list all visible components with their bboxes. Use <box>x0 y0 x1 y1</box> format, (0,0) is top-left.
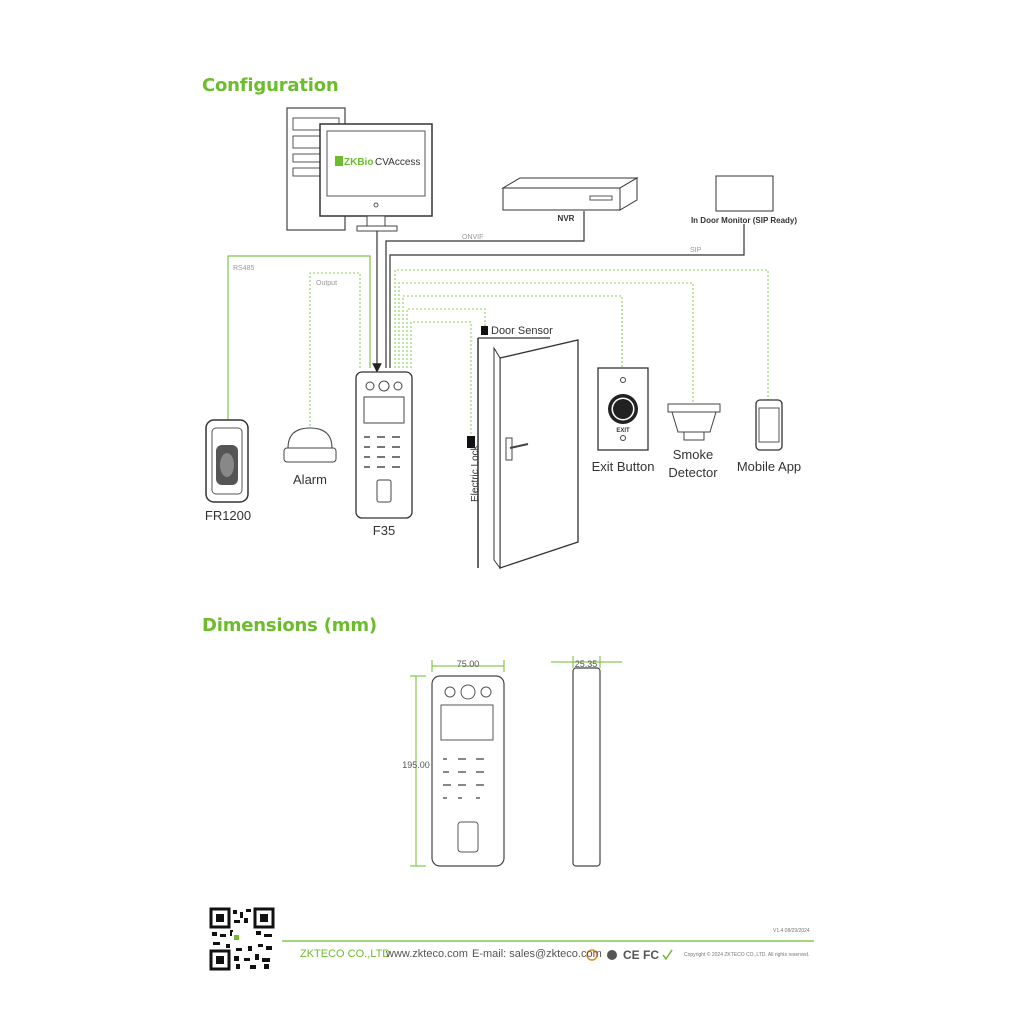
qr-code-icon <box>209 907 275 971</box>
indoor-monitor-device: In Door Monitor (SIP Ready) <box>691 175 797 225</box>
green-dashed-wiring <box>309 269 769 436</box>
smoke-detector-label-1: Smoke <box>673 447 713 462</box>
website-link[interactable]: www.zkteco.com <box>386 948 468 960</box>
configuration-heading: Configuration <box>202 75 339 96</box>
electric-lock-label: Electric Lock <box>470 444 481 502</box>
exit-button-label: Exit Button <box>592 459 655 474</box>
door-sensor-icon <box>481 326 488 335</box>
software-product: CVAccess <box>375 157 420 168</box>
dimension-drawing-front <box>431 675 505 867</box>
door-sensor-label: Door Sensor <box>491 325 553 337</box>
nvr-label: NVR <box>558 214 575 223</box>
dim-depth-label: 25.35 <box>575 659 598 669</box>
indoor-monitor-label: In Door Monitor (SIP Ready) <box>691 216 797 225</box>
alarm-device: Alarm <box>283 427 337 487</box>
smoke-detector-label-2: Detector <box>668 465 718 480</box>
f35-device: F35 <box>355 371 413 538</box>
version-text: V1.4 08/29/2024 <box>773 928 810 934</box>
company-name: ZKTECO CO.,LTD. <box>300 948 394 960</box>
smoke-detector-device: Smoke Detector <box>667 403 721 480</box>
ce-fc-marks: CE FC <box>623 948 659 962</box>
exit-button-device: EXIT Exit Button <box>592 367 655 474</box>
dimension-drawing-side <box>572 667 601 867</box>
rs485-label: RS485 <box>233 265 255 272</box>
mobile-phone-device: Mobile App <box>737 399 801 474</box>
nvr-device: NVR <box>501 177 639 223</box>
copyright-text: Copyright © 2024 ZKTECO CO.,LTD. All rig… <box>684 952 810 958</box>
mobile-app-label: Mobile App <box>737 459 801 474</box>
electric-lock-icon <box>467 436 475 448</box>
fr1200-label: FR1200 <box>205 508 251 523</box>
email-link[interactable]: E-mail: sales@zkteco.com <box>472 948 602 960</box>
alarm-label: Alarm <box>293 472 327 487</box>
f35-label: F35 <box>373 523 395 538</box>
software-brand: ZKBio <box>344 157 373 168</box>
output-label: Output <box>316 280 337 287</box>
monitor: ZKBio CVAccess <box>319 123 433 232</box>
sip-label: SIP <box>690 247 702 254</box>
cert-icons <box>586 949 673 961</box>
exit-label: EXIT <box>616 428 630 434</box>
dim-height-label: 195.00 <box>402 760 430 770</box>
dark-wiring <box>372 211 745 373</box>
door: Door Sensor Electric Lock <box>467 325 579 570</box>
dim-width-label: 75.00 <box>457 659 480 669</box>
green-wiring <box>227 255 371 420</box>
dimensions-heading: Dimensions (mm) <box>202 615 377 636</box>
dimension-lines <box>410 656 622 867</box>
onvif-label: ONVIF <box>462 234 483 241</box>
zkbio-logo-icon <box>335 156 343 166</box>
fr1200-device: FR1200 <box>205 419 251 523</box>
